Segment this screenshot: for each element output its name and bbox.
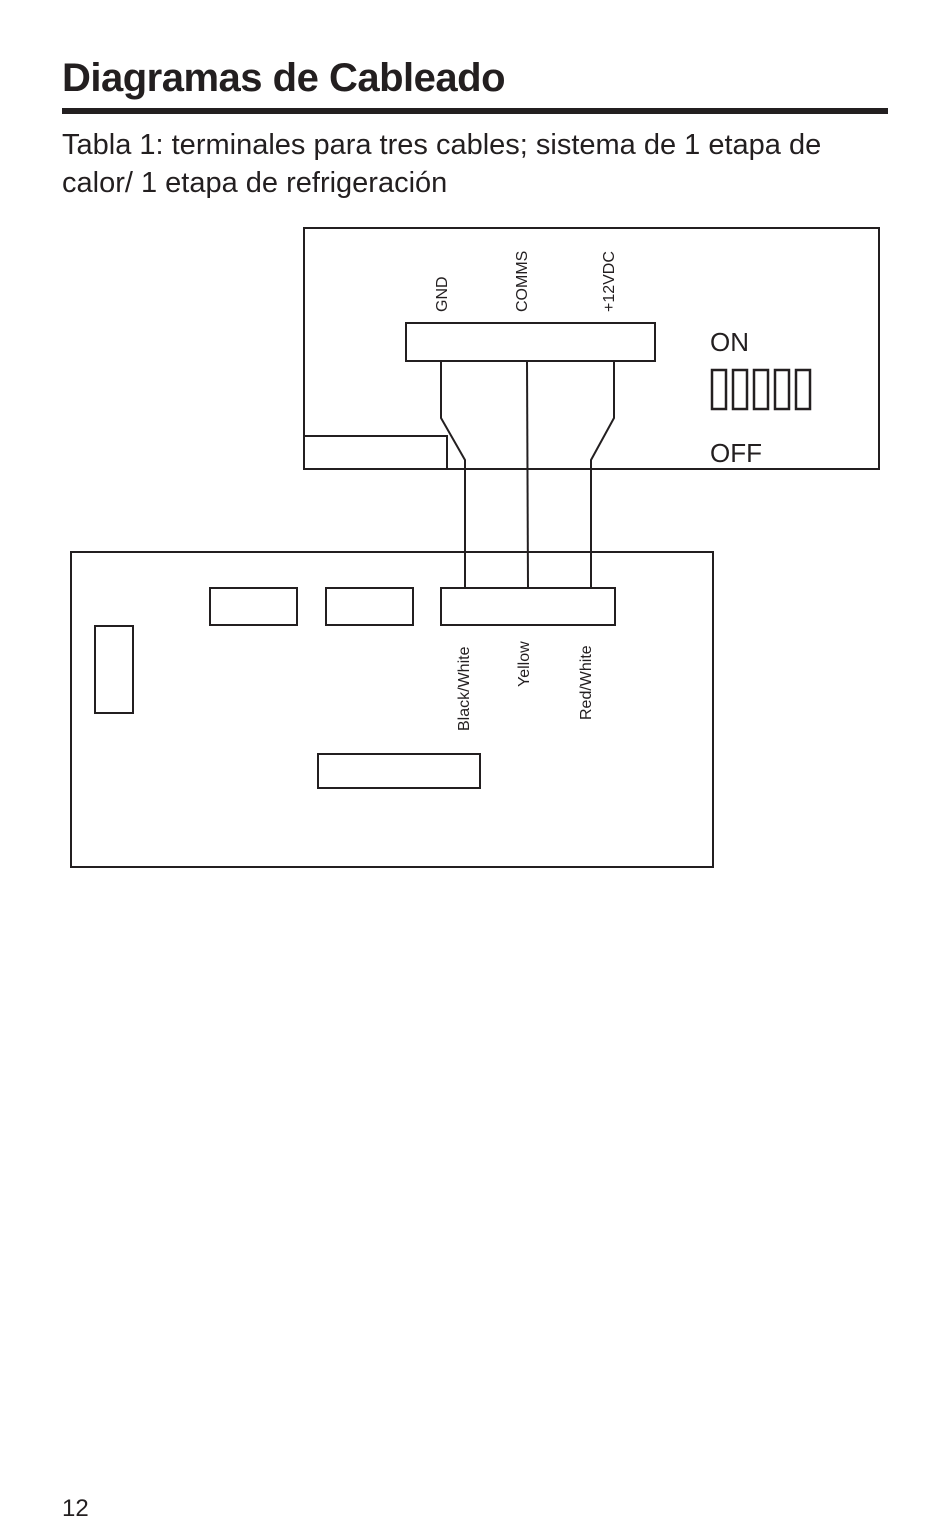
upper-board-corner-block [304,436,447,469]
dip-switch-3 [754,370,768,409]
lower-terminal-block [441,588,615,625]
dip-switch [712,370,810,409]
wire-gnd-black-white [441,361,465,588]
lower-board-bottom-connector [318,754,480,788]
upper-board [304,228,879,469]
dip-switch-1 [712,370,726,409]
page-number: 12 [62,1494,89,1524]
dip-switch-2 [733,370,747,409]
wire-label-red-white: Red/White [578,645,595,720]
lower-board-vertical-connector [95,626,133,713]
wire-label-yellow: Yellow [516,641,533,687]
dip-off-label: OFF [710,438,762,468]
wire-comms-yellow [527,361,528,588]
wire-label-black-white: Black/White [456,646,473,731]
dip-switch-5 [796,370,810,409]
terminal-label-gnd: GND [434,276,451,312]
dip-on-label: ON [710,327,749,357]
lower-board-connector-2 [326,588,413,625]
lower-board-connector-1 [210,588,297,625]
dip-switch-4 [775,370,789,409]
terminal-label-12vdc: +12VDC [601,251,618,312]
terminal-label-comms: COMMS [514,251,531,312]
wire-12vdc-red-white [591,361,614,588]
lower-board [71,552,713,867]
upper-terminal-block [406,323,655,361]
